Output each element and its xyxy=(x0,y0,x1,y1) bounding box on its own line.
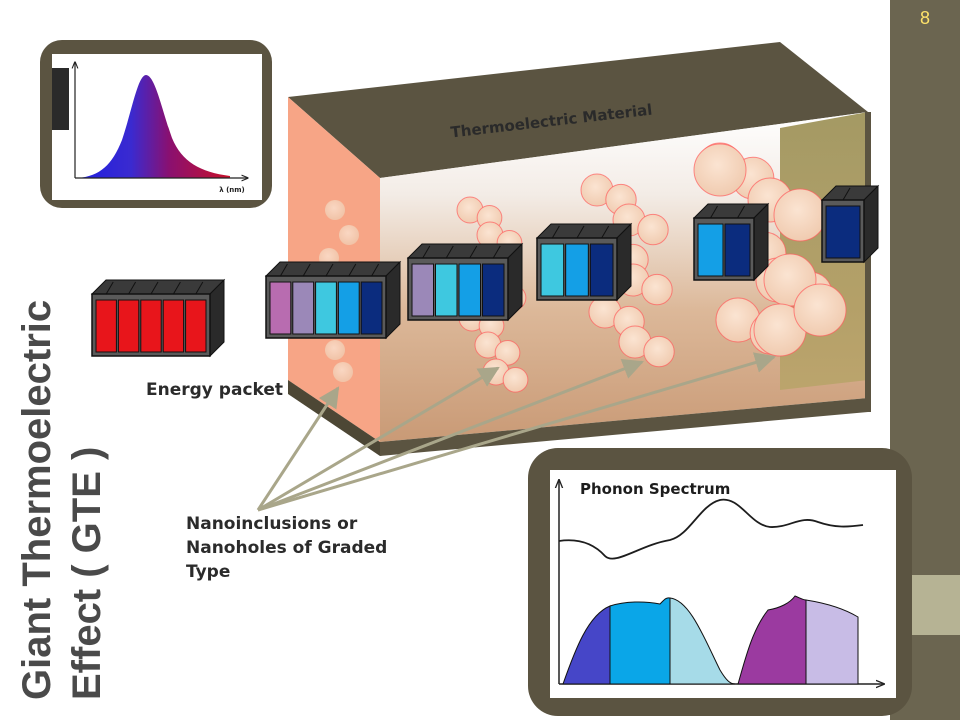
phonon-spectrum-title: Phonon Spectrum xyxy=(580,480,730,498)
nanoinclusion-bubble xyxy=(325,340,345,360)
phonon-dispersion-curve xyxy=(558,498,864,560)
energy-packet-label: Energy packet xyxy=(146,380,284,400)
emission-spectrum-inset: λ (nm) xyxy=(40,40,272,208)
energy-packet-red xyxy=(90,278,226,358)
slide-title: Giant Thermoelectric Effect ( GTE ) xyxy=(15,299,109,700)
pointer-arrows xyxy=(256,352,777,512)
nanoinclusion-bubble xyxy=(773,188,827,242)
arrow-to-bubbles-1 xyxy=(257,366,500,512)
arrow-to-left-face xyxy=(256,386,340,511)
energy-packet-5 xyxy=(820,184,880,264)
nanoinclusion-bubble xyxy=(333,362,353,382)
energy-packet-4 xyxy=(692,202,770,282)
wavelength-axis-label: λ (nm) xyxy=(219,186,245,194)
nanoinclusion-bubble xyxy=(793,283,847,337)
arrow-to-bubbles-2 xyxy=(257,358,644,512)
arrow-to-bubbles-3 xyxy=(257,352,777,512)
box-top-face xyxy=(288,42,868,178)
energy-packet-1 xyxy=(264,260,402,340)
nanoinclusion-bubble xyxy=(641,273,673,306)
nanoinclusion-bubble xyxy=(637,213,669,246)
energy-packet-3 xyxy=(535,222,633,302)
nanoinclusion-bubble xyxy=(693,143,747,197)
phonon-spectrum-inset: Phonon Spectrum xyxy=(528,448,912,716)
nanoinclusion-bubble xyxy=(502,366,529,393)
nanoinclusion-bubble xyxy=(643,335,675,368)
nanoinclusion-bubble xyxy=(339,225,359,245)
slide-number: 8 xyxy=(919,8,930,28)
emission-curve xyxy=(78,75,230,178)
energy-packet-2 xyxy=(406,242,524,322)
box-bottom-edge xyxy=(380,398,868,456)
nanoinclusion-bubble xyxy=(325,200,345,220)
nanoinclusions-label: Nanoinclusions or Nanoholes of Graded Ty… xyxy=(186,514,388,582)
energy-packets xyxy=(90,184,880,358)
